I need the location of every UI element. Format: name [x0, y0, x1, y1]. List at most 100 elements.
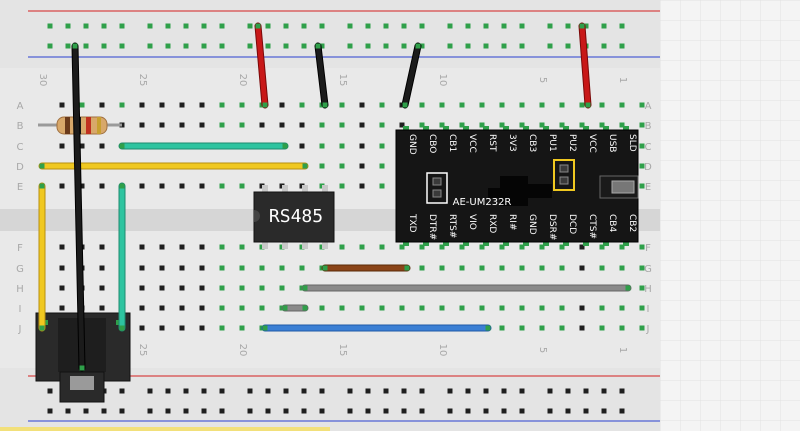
- rail-hole[interactable]: [419, 388, 425, 394]
- terminal-hole[interactable]: [379, 244, 385, 250]
- terminal-hole[interactable]: [479, 244, 485, 250]
- rail-hole[interactable]: [319, 43, 325, 49]
- rail-hole[interactable]: [283, 408, 289, 414]
- rail-hole[interactable]: [547, 43, 553, 49]
- terminal-hole[interactable]: [519, 122, 525, 128]
- rail-hole[interactable]: [65, 23, 71, 29]
- terminal-hole[interactable]: [459, 265, 465, 271]
- terminal-hole[interactable]: [399, 244, 405, 250]
- rail-hole[interactable]: [301, 23, 307, 29]
- rail-hole[interactable]: [83, 408, 89, 414]
- rail-hole[interactable]: [365, 43, 371, 49]
- rail-hole[interactable]: [347, 408, 353, 414]
- rail-hole[interactable]: [547, 23, 553, 29]
- rail-hole[interactable]: [365, 388, 371, 394]
- terminal-hole[interactable]: [179, 285, 185, 291]
- terminal-hole[interactable]: [199, 285, 205, 291]
- terminal-hole[interactable]: [539, 102, 545, 108]
- rail-hole[interactable]: [547, 408, 553, 414]
- rail-hole[interactable]: [219, 23, 225, 29]
- rail-hole[interactable]: [519, 23, 525, 29]
- rail-hole[interactable]: [547, 388, 553, 394]
- rail-hole[interactable]: [465, 388, 471, 394]
- rail-hole[interactable]: [83, 23, 89, 29]
- rail-hole[interactable]: [301, 388, 307, 394]
- terminal-hole[interactable]: [459, 244, 465, 250]
- rail-hole[interactable]: [419, 23, 425, 29]
- rail-hole[interactable]: [65, 43, 71, 49]
- terminal-hole[interactable]: [359, 244, 365, 250]
- terminal-hole[interactable]: [139, 325, 145, 331]
- terminal-hole[interactable]: [639, 143, 645, 149]
- terminal-hole[interactable]: [139, 244, 145, 250]
- terminal-hole[interactable]: [639, 163, 645, 169]
- rail-hole[interactable]: [601, 23, 607, 29]
- terminal-hole[interactable]: [639, 325, 645, 331]
- rail-hole[interactable]: [147, 408, 153, 414]
- terminal-hole[interactable]: [579, 102, 585, 108]
- terminal-hole[interactable]: [59, 143, 65, 149]
- terminal-hole[interactable]: [159, 305, 165, 311]
- terminal-hole[interactable]: [279, 265, 285, 271]
- rail-hole[interactable]: [619, 43, 625, 49]
- terminal-hole[interactable]: [199, 265, 205, 271]
- rail-hole[interactable]: [447, 388, 453, 394]
- rail-hole[interactable]: [183, 43, 189, 49]
- terminal-hole[interactable]: [559, 265, 565, 271]
- terminal-hole[interactable]: [239, 183, 245, 189]
- rail-hole[interactable]: [265, 388, 271, 394]
- terminal-hole[interactable]: [319, 305, 325, 311]
- wire-red-vcc[interactable]: [578, 22, 592, 109]
- terminal-hole[interactable]: [319, 122, 325, 128]
- rail-hole[interactable]: [465, 23, 471, 29]
- terminal-hole[interactable]: [499, 102, 505, 108]
- rail-hole[interactable]: [519, 43, 525, 49]
- terminal-hole[interactable]: [359, 183, 365, 189]
- terminal-hole[interactable]: [359, 163, 365, 169]
- rail-hole[interactable]: [419, 43, 425, 49]
- terminal-hole[interactable]: [179, 265, 185, 271]
- terminal-hole[interactable]: [139, 102, 145, 108]
- terminal-hole[interactable]: [99, 265, 105, 271]
- terminal-hole[interactable]: [99, 244, 105, 250]
- terminal-hole[interactable]: [239, 285, 245, 291]
- rail-hole[interactable]: [265, 43, 271, 49]
- rail-hole[interactable]: [147, 23, 153, 29]
- terminal-hole[interactable]: [59, 285, 65, 291]
- terminal-hole[interactable]: [619, 102, 625, 108]
- terminal-hole[interactable]: [179, 244, 185, 250]
- rail-hole[interactable]: [383, 388, 389, 394]
- terminal-hole[interactable]: [439, 265, 445, 271]
- terminal-hole[interactable]: [139, 265, 145, 271]
- rail-hole[interactable]: [501, 408, 507, 414]
- rail-hole[interactable]: [483, 43, 489, 49]
- wire-red-gnd-a[interactable]: [254, 22, 269, 109]
- terminal-hole[interactable]: [639, 305, 645, 311]
- rail-hole[interactable]: [301, 408, 307, 414]
- terminal-hole[interactable]: [579, 305, 585, 311]
- terminal-hole[interactable]: [599, 102, 605, 108]
- rail-hole[interactable]: [265, 23, 271, 29]
- rail-hole[interactable]: [483, 23, 489, 29]
- rail-hole[interactable]: [565, 43, 571, 49]
- rail-hole[interactable]: [183, 23, 189, 29]
- terminal-hole[interactable]: [419, 265, 425, 271]
- rail-hole[interactable]: [501, 388, 507, 394]
- rail-hole[interactable]: [447, 23, 453, 29]
- terminal-hole[interactable]: [219, 122, 225, 128]
- terminal-hole[interactable]: [239, 325, 245, 331]
- rail-hole[interactable]: [101, 408, 107, 414]
- rail-hole[interactable]: [565, 408, 571, 414]
- terminal-hole[interactable]: [219, 285, 225, 291]
- rail-hole[interactable]: [319, 408, 325, 414]
- terminal-hole[interactable]: [59, 305, 65, 311]
- terminal-hole[interactable]: [439, 102, 445, 108]
- terminal-hole[interactable]: [179, 122, 185, 128]
- terminal-hole[interactable]: [419, 122, 425, 128]
- terminal-hole[interactable]: [539, 305, 545, 311]
- rail-hole[interactable]: [583, 388, 589, 394]
- terminal-hole[interactable]: [119, 102, 125, 108]
- terminal-hole[interactable]: [99, 183, 105, 189]
- terminal-hole[interactable]: [239, 244, 245, 250]
